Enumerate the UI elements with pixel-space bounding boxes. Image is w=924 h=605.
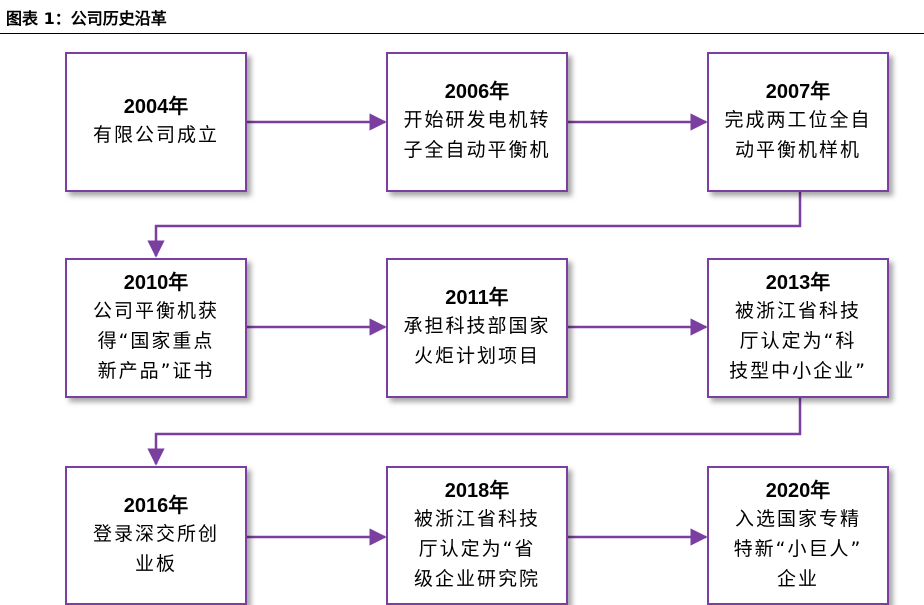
milestone-box-2016: 2016年 登录深交所创 业板 <box>65 466 247 605</box>
title-divider <box>0 33 924 34</box>
milestone-box-2010: 2010年 公司平衡机获 得“国家重点 新产品”证书 <box>65 258 247 398</box>
milestone-desc: 有限公司成立 <box>92 124 219 146</box>
arrow-2007-2010 <box>147 192 802 258</box>
milestone-desc: 被浙江省科技 厅认定为“科 技型中小企业” <box>729 300 867 382</box>
arrow-2013-2016 <box>147 398 802 466</box>
milestone-year: 2016年 <box>123 494 189 517</box>
milestone-box-2006: 2006年 开始研发电机转 子全自动平衡机 <box>386 52 568 192</box>
milestone-box-2018: 2018年 被浙江省科技 厅认定为“省 级企业研究院 <box>386 466 568 605</box>
milestone-year: 2004年 <box>123 96 189 118</box>
milestone-desc: 入选国家专精 特新“小巨人” 企业 <box>733 507 863 590</box>
milestone-year: 2018年 <box>444 479 510 502</box>
milestone-box-2004: 2004年 有限公司成立 <box>65 52 247 192</box>
figure-title: 图表 1：公司历史沿革 <box>6 9 167 28</box>
milestone-year: 2011年 <box>445 287 509 309</box>
milestone-box-2020: 2020年 入选国家专精 特新“小巨人” 企业 <box>707 466 889 605</box>
milestone-desc: 承担科技部国家 火炬计划项目 <box>403 315 551 367</box>
milestone-desc: 登录深交所创 业板 <box>92 522 219 575</box>
milestone-desc: 完成两工位全自 动平衡机样机 <box>724 109 872 161</box>
milestone-box-2011: 2011年 承担科技部国家 火炬计划项目 <box>386 258 568 398</box>
milestone-year: 2013年 <box>765 272 831 294</box>
milestone-box-2007: 2007年 完成两工位全自 动平衡机样机 <box>707 52 889 192</box>
milestone-box-2013: 2013年 被浙江省科技 厅认定为“科 技型中小企业” <box>707 258 889 398</box>
milestone-year: 2006年 <box>444 81 510 103</box>
milestone-desc: 公司平衡机获 得“国家重点 新产品”证书 <box>92 300 219 382</box>
milestone-desc: 开始研发电机转 子全自动平衡机 <box>403 109 551 161</box>
milestone-year: 2010年 <box>123 272 189 294</box>
milestone-year: 2007年 <box>765 81 831 103</box>
milestone-year: 2020年 <box>765 479 831 502</box>
milestone-desc: 被浙江省科技 厅认定为“省 级企业研究院 <box>413 507 540 590</box>
